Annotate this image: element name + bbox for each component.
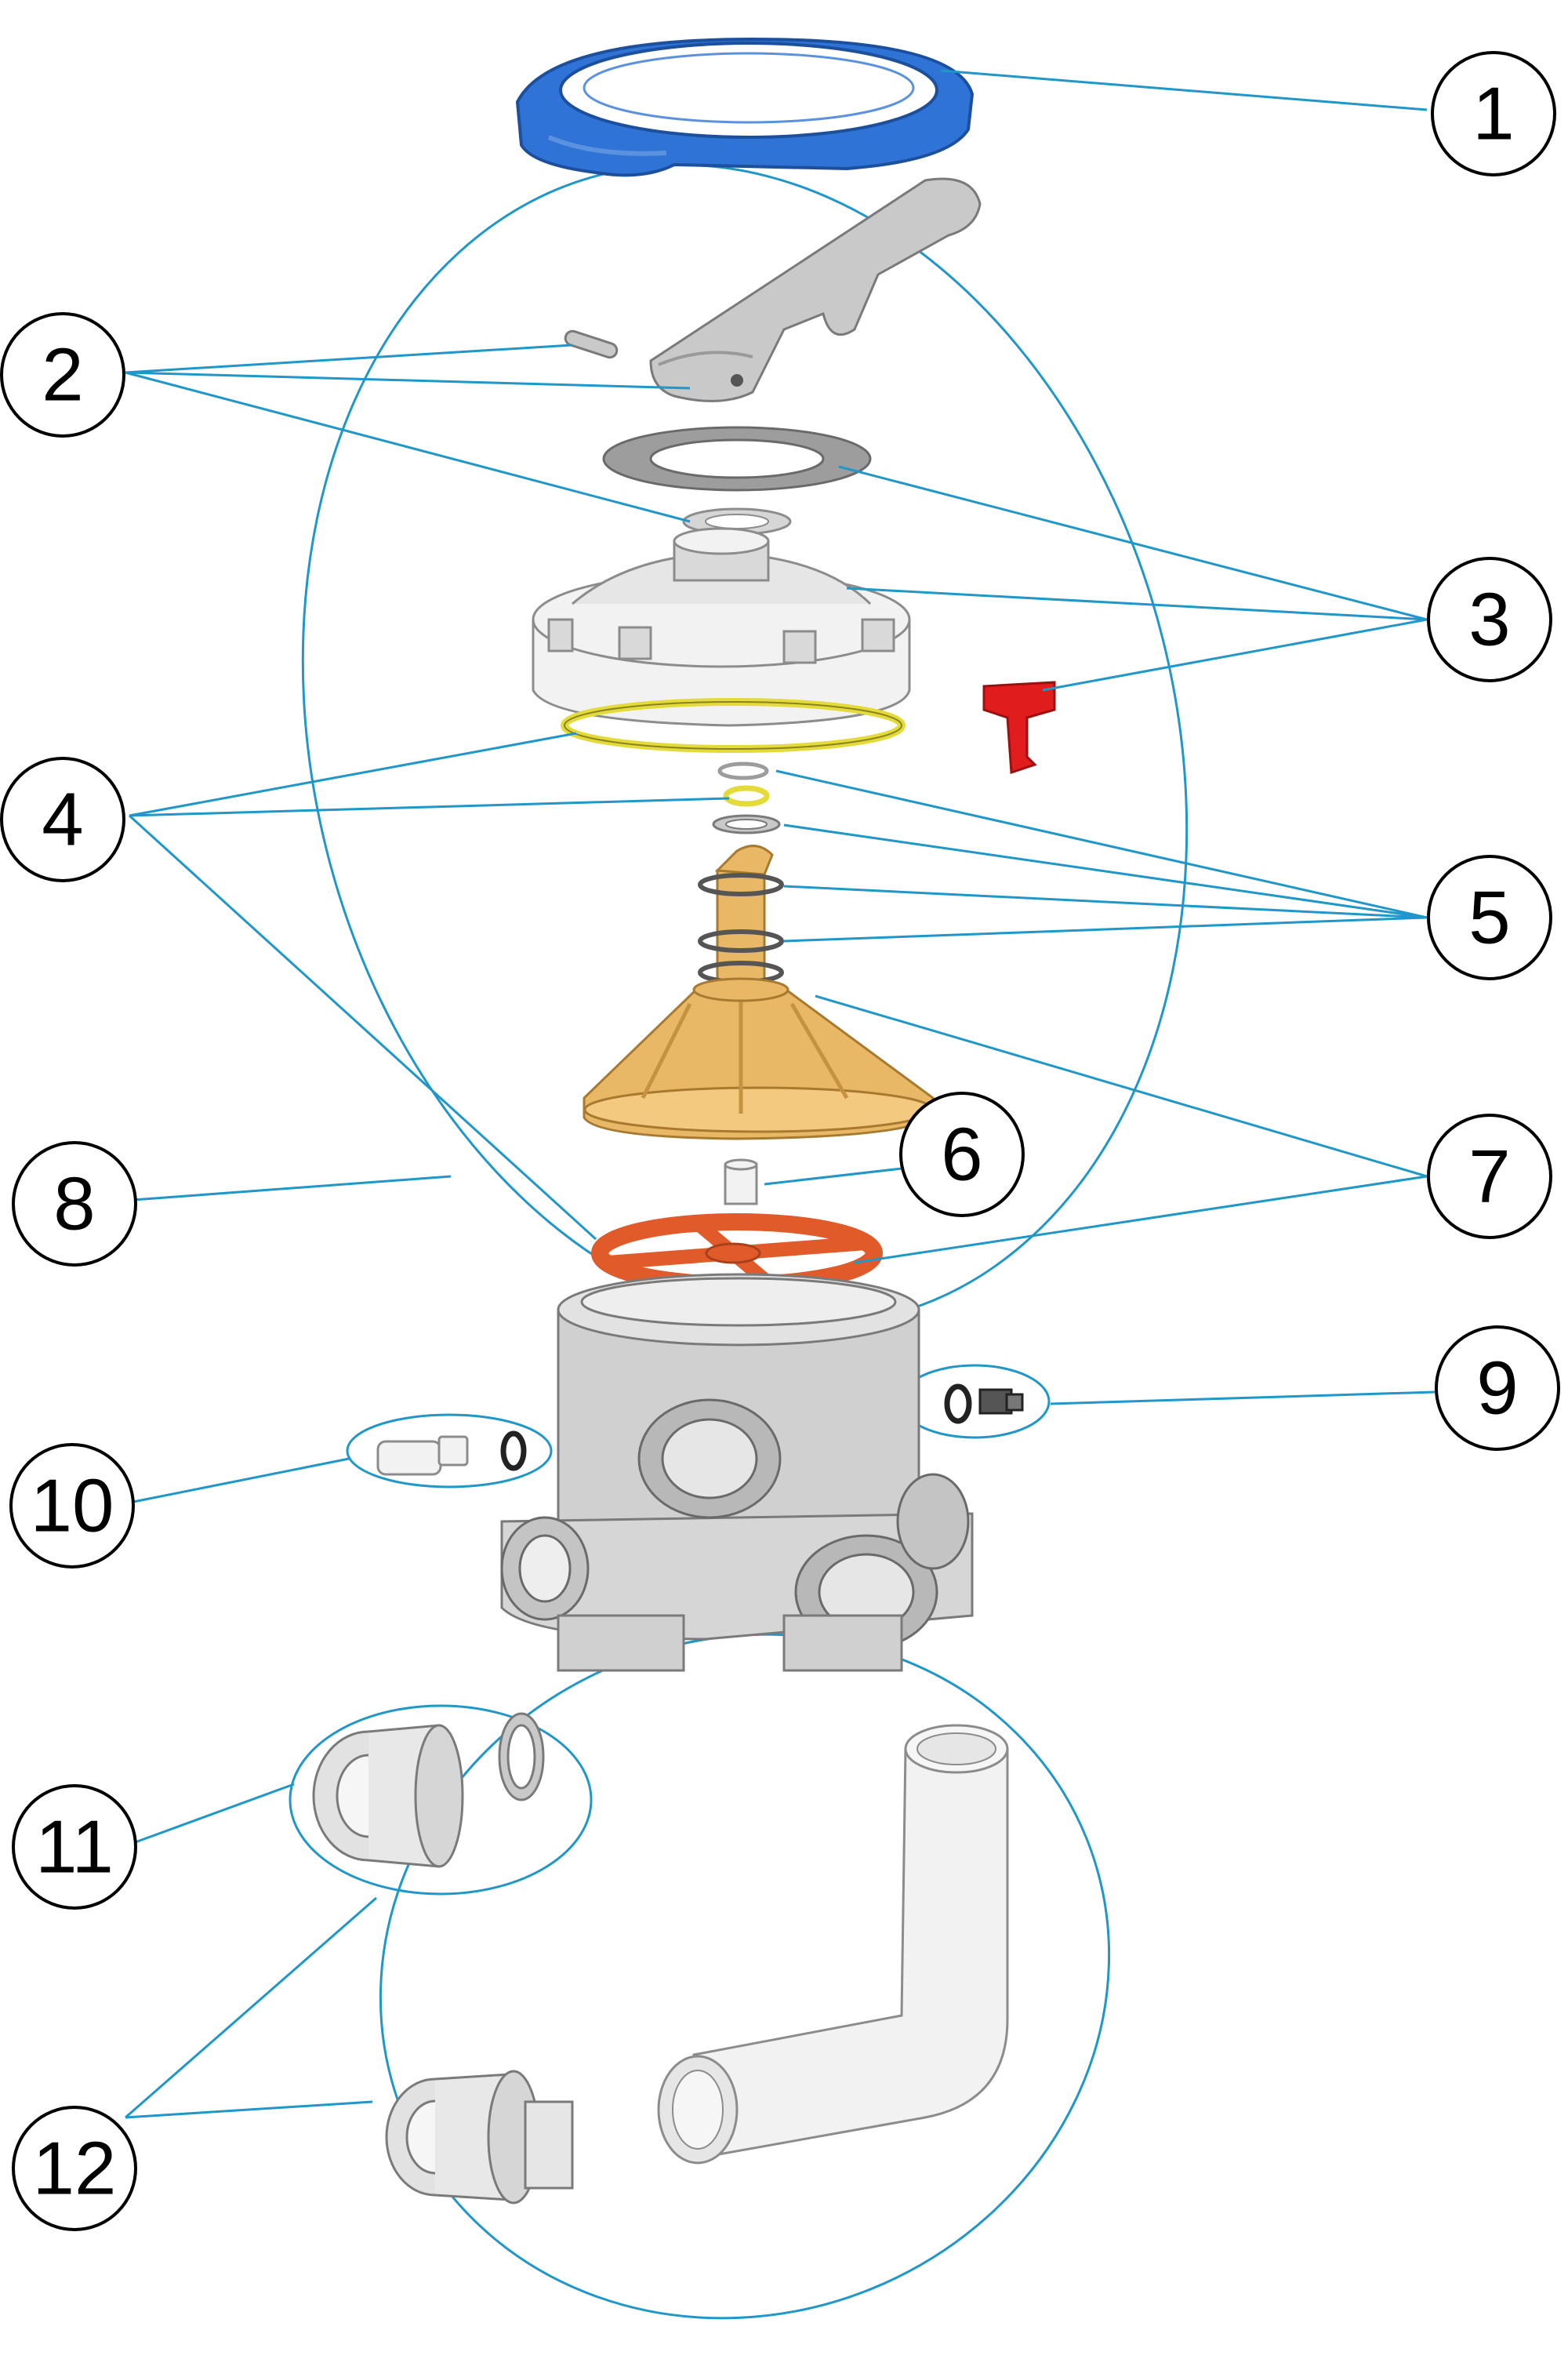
leader-4a bbox=[129, 732, 577, 817]
callout-label: 10 bbox=[31, 1464, 114, 1548]
callout-1: 1 bbox=[1431, 51, 1556, 176]
callout-circle bbox=[1427, 855, 1552, 980]
callout-10: 10 bbox=[9, 1443, 135, 1568]
leader-3c bbox=[1042, 618, 1428, 692]
callout-label: 3 bbox=[1468, 578, 1510, 662]
callout-9: 9 bbox=[1435, 1325, 1560, 1451]
spacer-part bbox=[724, 1158, 758, 1205]
leader-7b bbox=[854, 1175, 1428, 1264]
callout-circle bbox=[1427, 557, 1552, 682]
small-orings-part bbox=[712, 762, 781, 834]
callout-11: 11 bbox=[12, 1784, 137, 1910]
leader-9 bbox=[1050, 1390, 1436, 1405]
leader-lines bbox=[125, 69, 1436, 2119]
callout-label: 8 bbox=[53, 1162, 95, 1246]
leader-6 bbox=[764, 1167, 902, 1186]
kit-union-part bbox=[385, 2070, 574, 2205]
callout-circle bbox=[12, 1141, 137, 1267]
callout-label: 7 bbox=[1468, 1135, 1510, 1219]
leader-5b bbox=[783, 823, 1428, 919]
callout-4: 4 bbox=[0, 757, 125, 882]
connection-kit-group-ellipse bbox=[379, 1633, 1111, 2320]
small-washer-part bbox=[682, 507, 792, 536]
handle-ring-part bbox=[515, 37, 975, 177]
callout-circle bbox=[12, 2106, 137, 2231]
handle-part bbox=[649, 177, 982, 402]
callout-circle bbox=[0, 312, 125, 438]
callout-8: 8 bbox=[12, 1141, 137, 1267]
leader-2c bbox=[125, 371, 691, 523]
cover-gasket-part bbox=[602, 426, 872, 492]
callout-label: 2 bbox=[42, 333, 83, 417]
leader-1 bbox=[940, 69, 1428, 111]
union-oring-part bbox=[498, 1712, 545, 1801]
leader-4c bbox=[128, 814, 597, 1241]
callout-3: 3 bbox=[1427, 557, 1552, 682]
leader-11 bbox=[132, 1783, 295, 1845]
cover-oring-part bbox=[561, 698, 906, 753]
callout-circle bbox=[9, 1443, 135, 1568]
callout-circle bbox=[1431, 51, 1556, 176]
drain-plug-group-ellipse bbox=[898, 1364, 1051, 1439]
callout-label: 12 bbox=[33, 2127, 117, 2211]
leader-12a bbox=[125, 1896, 377, 2119]
leader-5d bbox=[783, 916, 1428, 943]
callout-label: 1 bbox=[1472, 72, 1514, 156]
valve-body-part bbox=[500, 1273, 974, 1672]
callout-7: 7 bbox=[1427, 1114, 1552, 1239]
callout-circle bbox=[1435, 1325, 1560, 1451]
callout-label: 11 bbox=[35, 1805, 114, 1889]
valve-cover-part bbox=[532, 527, 911, 727]
leader-12b bbox=[125, 2100, 373, 2119]
leader-7a bbox=[815, 994, 1428, 1178]
kit-elbow-pipe-part bbox=[657, 1724, 1009, 2165]
callout-label: 5 bbox=[1468, 876, 1510, 960]
callout-label: 6 bbox=[941, 1113, 982, 1197]
leader-10 bbox=[132, 1457, 350, 1503]
callout-circle bbox=[12, 1784, 137, 1910]
leader-8 bbox=[132, 1175, 452, 1201]
callout-circle bbox=[1427, 1114, 1552, 1239]
leader-4b bbox=[129, 797, 730, 817]
leader-2a bbox=[125, 344, 573, 374]
callout-circle bbox=[899, 1092, 1025, 1217]
callout-12: 12 bbox=[12, 2106, 137, 2231]
callout-label: 4 bbox=[42, 778, 83, 862]
leader-2b bbox=[125, 371, 691, 390]
orange-gasket-part bbox=[591, 1213, 883, 1293]
leader-3a bbox=[838, 465, 1428, 621]
callout-label: 9 bbox=[1476, 1347, 1518, 1430]
leader-3b bbox=[846, 587, 1428, 621]
handle-pin-part bbox=[564, 329, 619, 359]
union-fitting-part bbox=[312, 1724, 464, 1868]
callout-6: 6 bbox=[899, 1092, 1025, 1217]
callout-circle bbox=[0, 757, 125, 882]
callout-5: 5 bbox=[1427, 855, 1552, 980]
rotor-part bbox=[583, 977, 935, 1140]
gauge-adapter-group-ellipse bbox=[346, 1413, 553, 1489]
callout-2: 2 bbox=[0, 312, 125, 438]
drain-plug-part bbox=[944, 1383, 1024, 1424]
leader-5c bbox=[783, 885, 1428, 919]
leader-5a bbox=[775, 769, 1428, 919]
union-group-ellipse bbox=[289, 1704, 593, 1896]
gauge-adapter-part bbox=[376, 1430, 527, 1476]
red-key-part bbox=[982, 681, 1056, 775]
